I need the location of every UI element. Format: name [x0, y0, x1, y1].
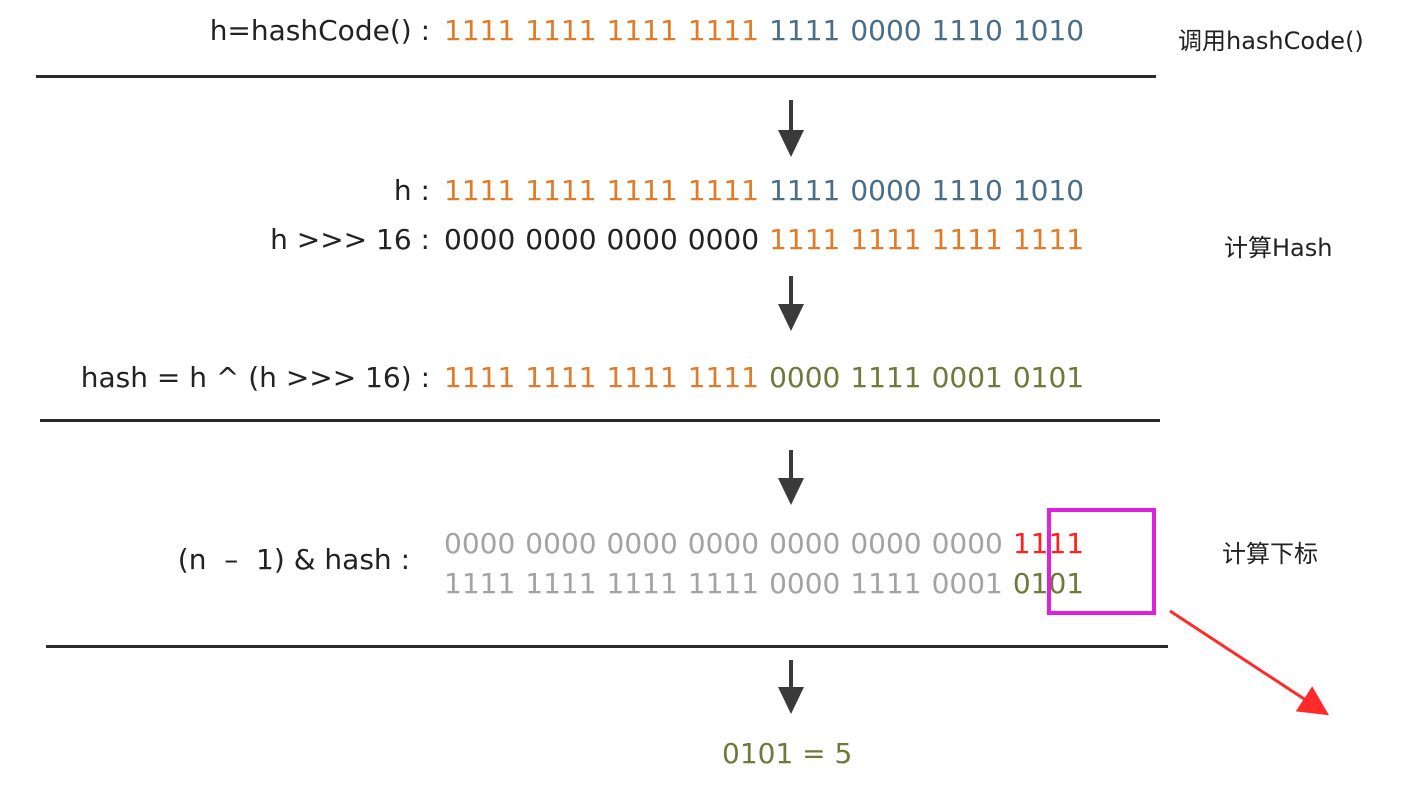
bit-group: 1010: [1012, 14, 1085, 47]
bit-group: 0001: [931, 567, 1003, 600]
bit-group: 1010: [1012, 174, 1085, 207]
bit-group: 1111: [606, 14, 678, 47]
bit-group: 1111: [606, 567, 678, 600]
bit-group: 0000: [931, 527, 1003, 560]
bit-group: 1111: [687, 174, 760, 207]
row-label-index-and: (n – 1) & hash :: [177, 543, 410, 576]
bits-hash: 1111 1111 1111 1111 0000 1111 0001 0101: [444, 364, 1084, 392]
bit-group: 0000: [769, 361, 841, 394]
pointer-arrow-icon: [1169, 609, 1330, 716]
bit-group: 1111: [850, 361, 922, 394]
side-label-compute-hash: 计算Hash: [1224, 234, 1333, 262]
bit-group: 1111: [687, 567, 760, 600]
highlight-box: [1047, 508, 1156, 615]
bit-group: 0000: [850, 174, 922, 207]
bit-group: 0000: [850, 527, 922, 560]
bit-group: 0000: [769, 567, 841, 600]
bits-h: 1111 1111 1111 1111 1111 0000 1110 1010: [444, 177, 1084, 205]
bit-group: 1111: [444, 174, 516, 207]
bit-group: 1111: [769, 14, 841, 47]
divider-1: [36, 75, 1156, 78]
bit-group: 1111: [931, 223, 1003, 256]
bit-group: 1111: [687, 14, 760, 47]
row-label-hashcode: h=hashCode() :: [209, 14, 430, 47]
bit-group: 0000: [606, 527, 678, 560]
result-value: 0101 = 5: [722, 737, 853, 770]
bit-group: 1111: [606, 174, 678, 207]
down-arrow-icon: [778, 660, 804, 714]
bit-group: 0000: [525, 223, 597, 256]
bit-group: 1111: [444, 14, 516, 47]
bit-group: 0000: [606, 223, 678, 256]
bit-group: 0001: [931, 361, 1003, 394]
bit-group: 1110: [931, 14, 1003, 47]
bit-group: 1111: [525, 361, 597, 394]
bit-group: 1111: [525, 174, 597, 207]
row-label-h-shift: h >>> 16 :: [270, 223, 430, 256]
bit-group: 1110: [931, 174, 1003, 207]
bit-group: 0000: [687, 527, 760, 560]
bit-group: 0000: [850, 14, 922, 47]
bit-group: 1111: [687, 361, 760, 394]
bit-group: 0000: [444, 223, 516, 256]
bit-group: 1111: [444, 361, 516, 394]
bit-group: 0101: [1012, 361, 1085, 394]
bit-group: 1111: [1012, 223, 1085, 256]
bit-group: 0000: [525, 527, 597, 560]
bit-group: 0000: [444, 527, 516, 560]
row-label-h: h :: [393, 174, 430, 207]
bit-group: 1111: [769, 174, 841, 207]
down-arrow-icon: [778, 450, 804, 505]
down-arrow-icon: [778, 276, 804, 331]
bit-group: 1111: [769, 223, 841, 256]
divider-2: [40, 419, 1160, 422]
bit-group: 1111: [444, 567, 516, 600]
bit-group: 1111: [606, 361, 678, 394]
bit-group: 1111: [850, 567, 922, 600]
bits-hashcode: 1111 1111 1111 1111 1111 0000 1110 1010: [444, 17, 1084, 45]
down-arrow-icon: [778, 100, 804, 157]
bit-group: 1111: [525, 14, 597, 47]
row-label-hash-xor: hash = h ^ (h >>> 16) :: [80, 361, 430, 394]
bits-h-shift: 0000 0000 0000 0000 1111 1111 1111 1111: [444, 226, 1084, 254]
bit-group: 0000: [687, 223, 760, 256]
divider-3: [46, 645, 1168, 648]
bit-group: 0000: [769, 527, 841, 560]
side-label-compute-index: 计算下标: [1222, 540, 1318, 568]
bit-group: 1111: [525, 567, 597, 600]
side-label-call-hashcode: 调用hashCode(): [1178, 27, 1364, 55]
bit-group: 1111: [850, 223, 922, 256]
